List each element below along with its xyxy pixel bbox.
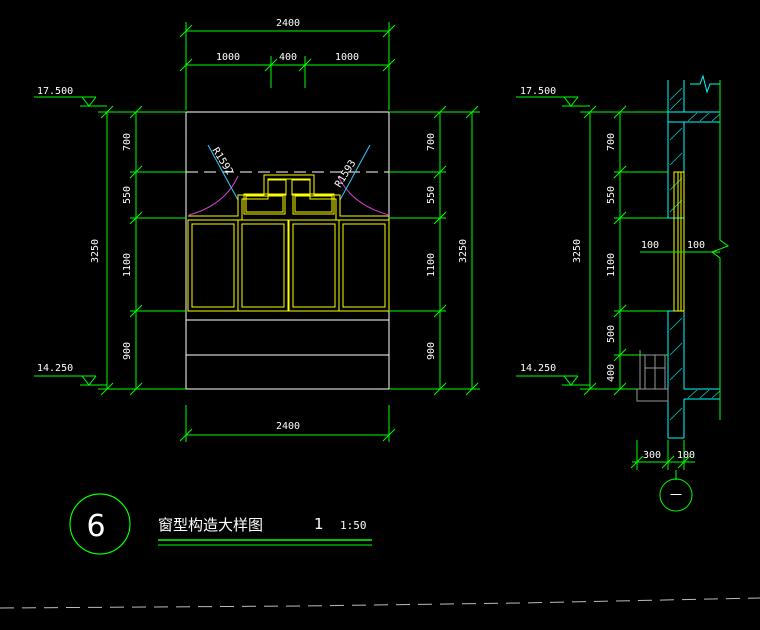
- sec-seg-5: 400: [606, 364, 617, 382]
- ground-line: [0, 597, 760, 609]
- wall-hatch: [669, 87, 721, 421]
- bottom-dimension: [179, 405, 396, 442]
- elev-seg-right-2: 550: [426, 186, 437, 204]
- sec-level-mark-top: [516, 96, 590, 107]
- sheet-ref: 1: [314, 515, 324, 533]
- sec-seg-1: 700: [606, 133, 617, 151]
- section-view: 3250 700 550 1100 500 400 17.500 14.250: [516, 74, 730, 512]
- sec-seg-3: 1100: [606, 253, 617, 277]
- detail-number: 6: [86, 509, 105, 544]
- sec-level-top-label: 17.500: [520, 86, 556, 97]
- dim-top-mid: 400: [279, 52, 297, 63]
- sec-level-mark-bottom: [516, 375, 590, 386]
- section-bottom-dims: [630, 440, 695, 480]
- sec-seg-4: 500: [606, 325, 617, 343]
- elev-seg-right-3: 1100: [426, 253, 437, 277]
- level-bottom-label: 14.250: [37, 363, 73, 374]
- detail-number-circle: [69, 493, 131, 555]
- elev-seg-left-2: 550: [122, 186, 133, 204]
- elev-height-left: 3250: [90, 239, 101, 263]
- break-line-top: [690, 74, 720, 94]
- sec-dim-bottom-a: 300: [643, 450, 661, 461]
- level-mark-top: [34, 96, 107, 107]
- front-elevation: 2400 1000 400 1000 R1592 R1593: [34, 18, 480, 442]
- dim-top-right: 1000: [335, 52, 359, 63]
- elev-seg-left-3: 1100: [122, 253, 133, 277]
- title-block: 6 窗型构造大样图 1 1:50: [69, 493, 372, 555]
- level-top-label: 17.500: [37, 86, 73, 97]
- elev-seg-left-4: 900: [122, 342, 133, 360]
- dim-top-left: 1000: [216, 52, 240, 63]
- sill-detail: [636, 350, 669, 402]
- radius-leaders: [207, 144, 371, 201]
- sec-dim-wall-right: 100: [687, 240, 705, 251]
- sec-seg-2: 550: [606, 186, 617, 204]
- sec-level-bottom-label: 14.250: [520, 363, 556, 374]
- axis-bubble: [659, 478, 693, 512]
- left-dimensions: [98, 105, 186, 396]
- elev-seg-right-4: 900: [426, 342, 437, 360]
- elev-height-right: 3250: [458, 239, 469, 263]
- elev-seg-right-1: 700: [426, 133, 437, 151]
- sec-dim-wall-left: 100: [641, 240, 659, 251]
- dim-bottom-total: 2400: [276, 421, 300, 432]
- wall-section: [667, 80, 720, 439]
- break-line-right: [710, 80, 730, 420]
- roof-arcs: [188, 175, 390, 216]
- sec-height: 3250: [572, 239, 583, 263]
- level-mark-bottom: [34, 375, 107, 386]
- section-window: [673, 171, 685, 312]
- sec-dim-bottom-b: 100: [677, 450, 695, 461]
- window-frame: [187, 174, 390, 312]
- drawing-title: 窗型构造大样图: [158, 516, 263, 534]
- dim-top-total: 2400: [276, 18, 300, 29]
- drawing-scale: 1:50: [340, 519, 367, 532]
- axis-bubble-label: 一: [670, 488, 682, 502]
- top-dimensions: [179, 22, 396, 110]
- elev-seg-left-1: 700: [122, 133, 133, 151]
- right-dimensions: [389, 105, 480, 396]
